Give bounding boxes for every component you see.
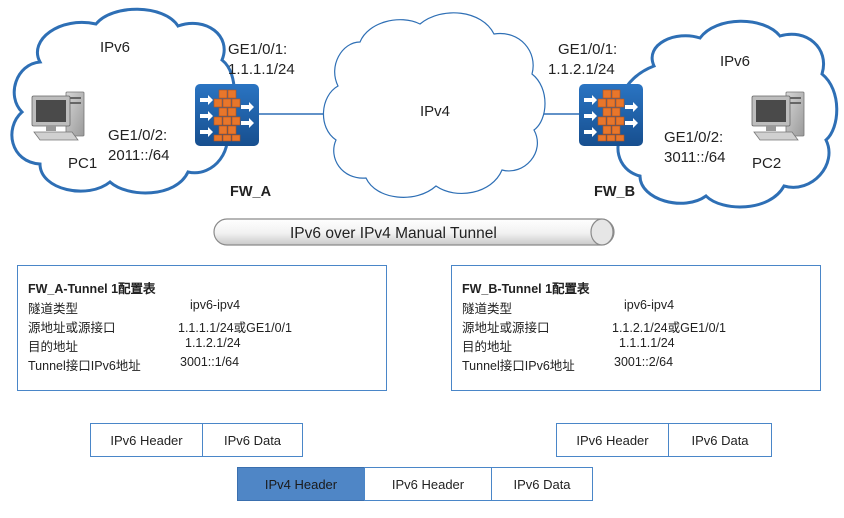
config-key: 源地址或源接口	[462, 321, 550, 335]
core-cloud-label: IPv4	[420, 103, 450, 120]
fw-b-tunnel-config-table: FW_B-Tunnel 1配置表 隧道类型 ipv6-ipv4 源地址或源接口 …	[451, 265, 821, 391]
tunnel-label: IPv6 over IPv4 Manual Tunnel	[290, 225, 497, 242]
config-key: 目的地址	[28, 340, 79, 354]
tunnel-pipe: IPv6 over IPv4 Manual Tunnel	[213, 218, 615, 246]
config-value: ipv6-ipv4	[190, 298, 241, 312]
packet-cell: IPv6 Header	[364, 467, 492, 501]
config-key: Tunnel接口IPv6地址	[462, 359, 575, 373]
fw-a-tunnel-config-table: FW_A-Tunnel 1配置表 隧道类型 ipv6-ipv4 源地址或源接口 …	[17, 265, 387, 391]
pc2-computer-icon	[751, 91, 805, 141]
config-value: ipv6-ipv4	[624, 298, 675, 312]
pc2-label: PC2	[752, 155, 781, 172]
config-key: 隧道类型	[28, 302, 79, 316]
fw-a-firewall-icon	[194, 83, 260, 147]
packet-cell: IPv6 Data	[202, 423, 303, 457]
packet-cell: IPv6 Data	[668, 423, 772, 457]
config-value: 3001::2/64	[614, 355, 674, 369]
ipv6-cloud-right	[616, 19, 839, 209]
config-value: 1.1.1.1/24	[619, 336, 675, 350]
fw-a-wan-ip: 1.1.1.1/24	[228, 61, 295, 78]
left-cloud-label: IPv6	[100, 39, 130, 56]
config-key: 目的地址	[462, 340, 513, 354]
fw-b-wan-interface: GE1/0/1:	[558, 41, 617, 58]
fw-b-label: FW_B	[594, 184, 635, 200]
config-key: 隧道类型	[462, 302, 513, 316]
pc1-label: PC1	[68, 155, 97, 172]
ipv6-cloud-left	[10, 7, 236, 195]
ipv4-header-cell: IPv4 Header	[237, 467, 365, 501]
fw-b-wan-ip: 1.1.2.1/24	[548, 61, 615, 78]
fw-a-lan-interface: GE1/0/2:	[108, 127, 167, 144]
fw-a-config-title: FW_A-Tunnel 1配置表	[28, 282, 156, 296]
config-value: 1.1.2.1/24	[185, 336, 241, 350]
ipv4-cloud-core	[322, 12, 546, 198]
pc1-computer-icon	[31, 91, 85, 141]
config-key: Tunnel接口IPv6地址	[28, 359, 141, 373]
fw-b-lan-ip: 3011::/64	[664, 149, 725, 166]
packet-cell: IPv6 Header	[556, 423, 669, 457]
fw-b-config-title: FW_B-Tunnel 1配置表	[462, 282, 590, 296]
fw-a-lan-ip: 2011::/64	[108, 147, 169, 164]
right-cloud-label: IPv6	[720, 53, 750, 70]
config-value: 1.1.2.1/24或GE1/0/1	[612, 321, 726, 335]
packet-cell: IPv6 Header	[90, 423, 203, 457]
packet-cell: IPv6 Data	[491, 467, 593, 501]
fw-b-lan-interface: GE1/0/2:	[664, 129, 723, 146]
fw-b-firewall-icon	[578, 83, 644, 147]
config-value: 3001::1/64	[180, 355, 240, 369]
fw-a-wan-interface: GE1/0/1:	[228, 41, 287, 58]
fw-a-label: FW_A	[230, 184, 272, 200]
config-value: 1.1.1.1/24或GE1/0/1	[178, 321, 292, 335]
config-key: 源地址或源接口	[28, 321, 116, 335]
